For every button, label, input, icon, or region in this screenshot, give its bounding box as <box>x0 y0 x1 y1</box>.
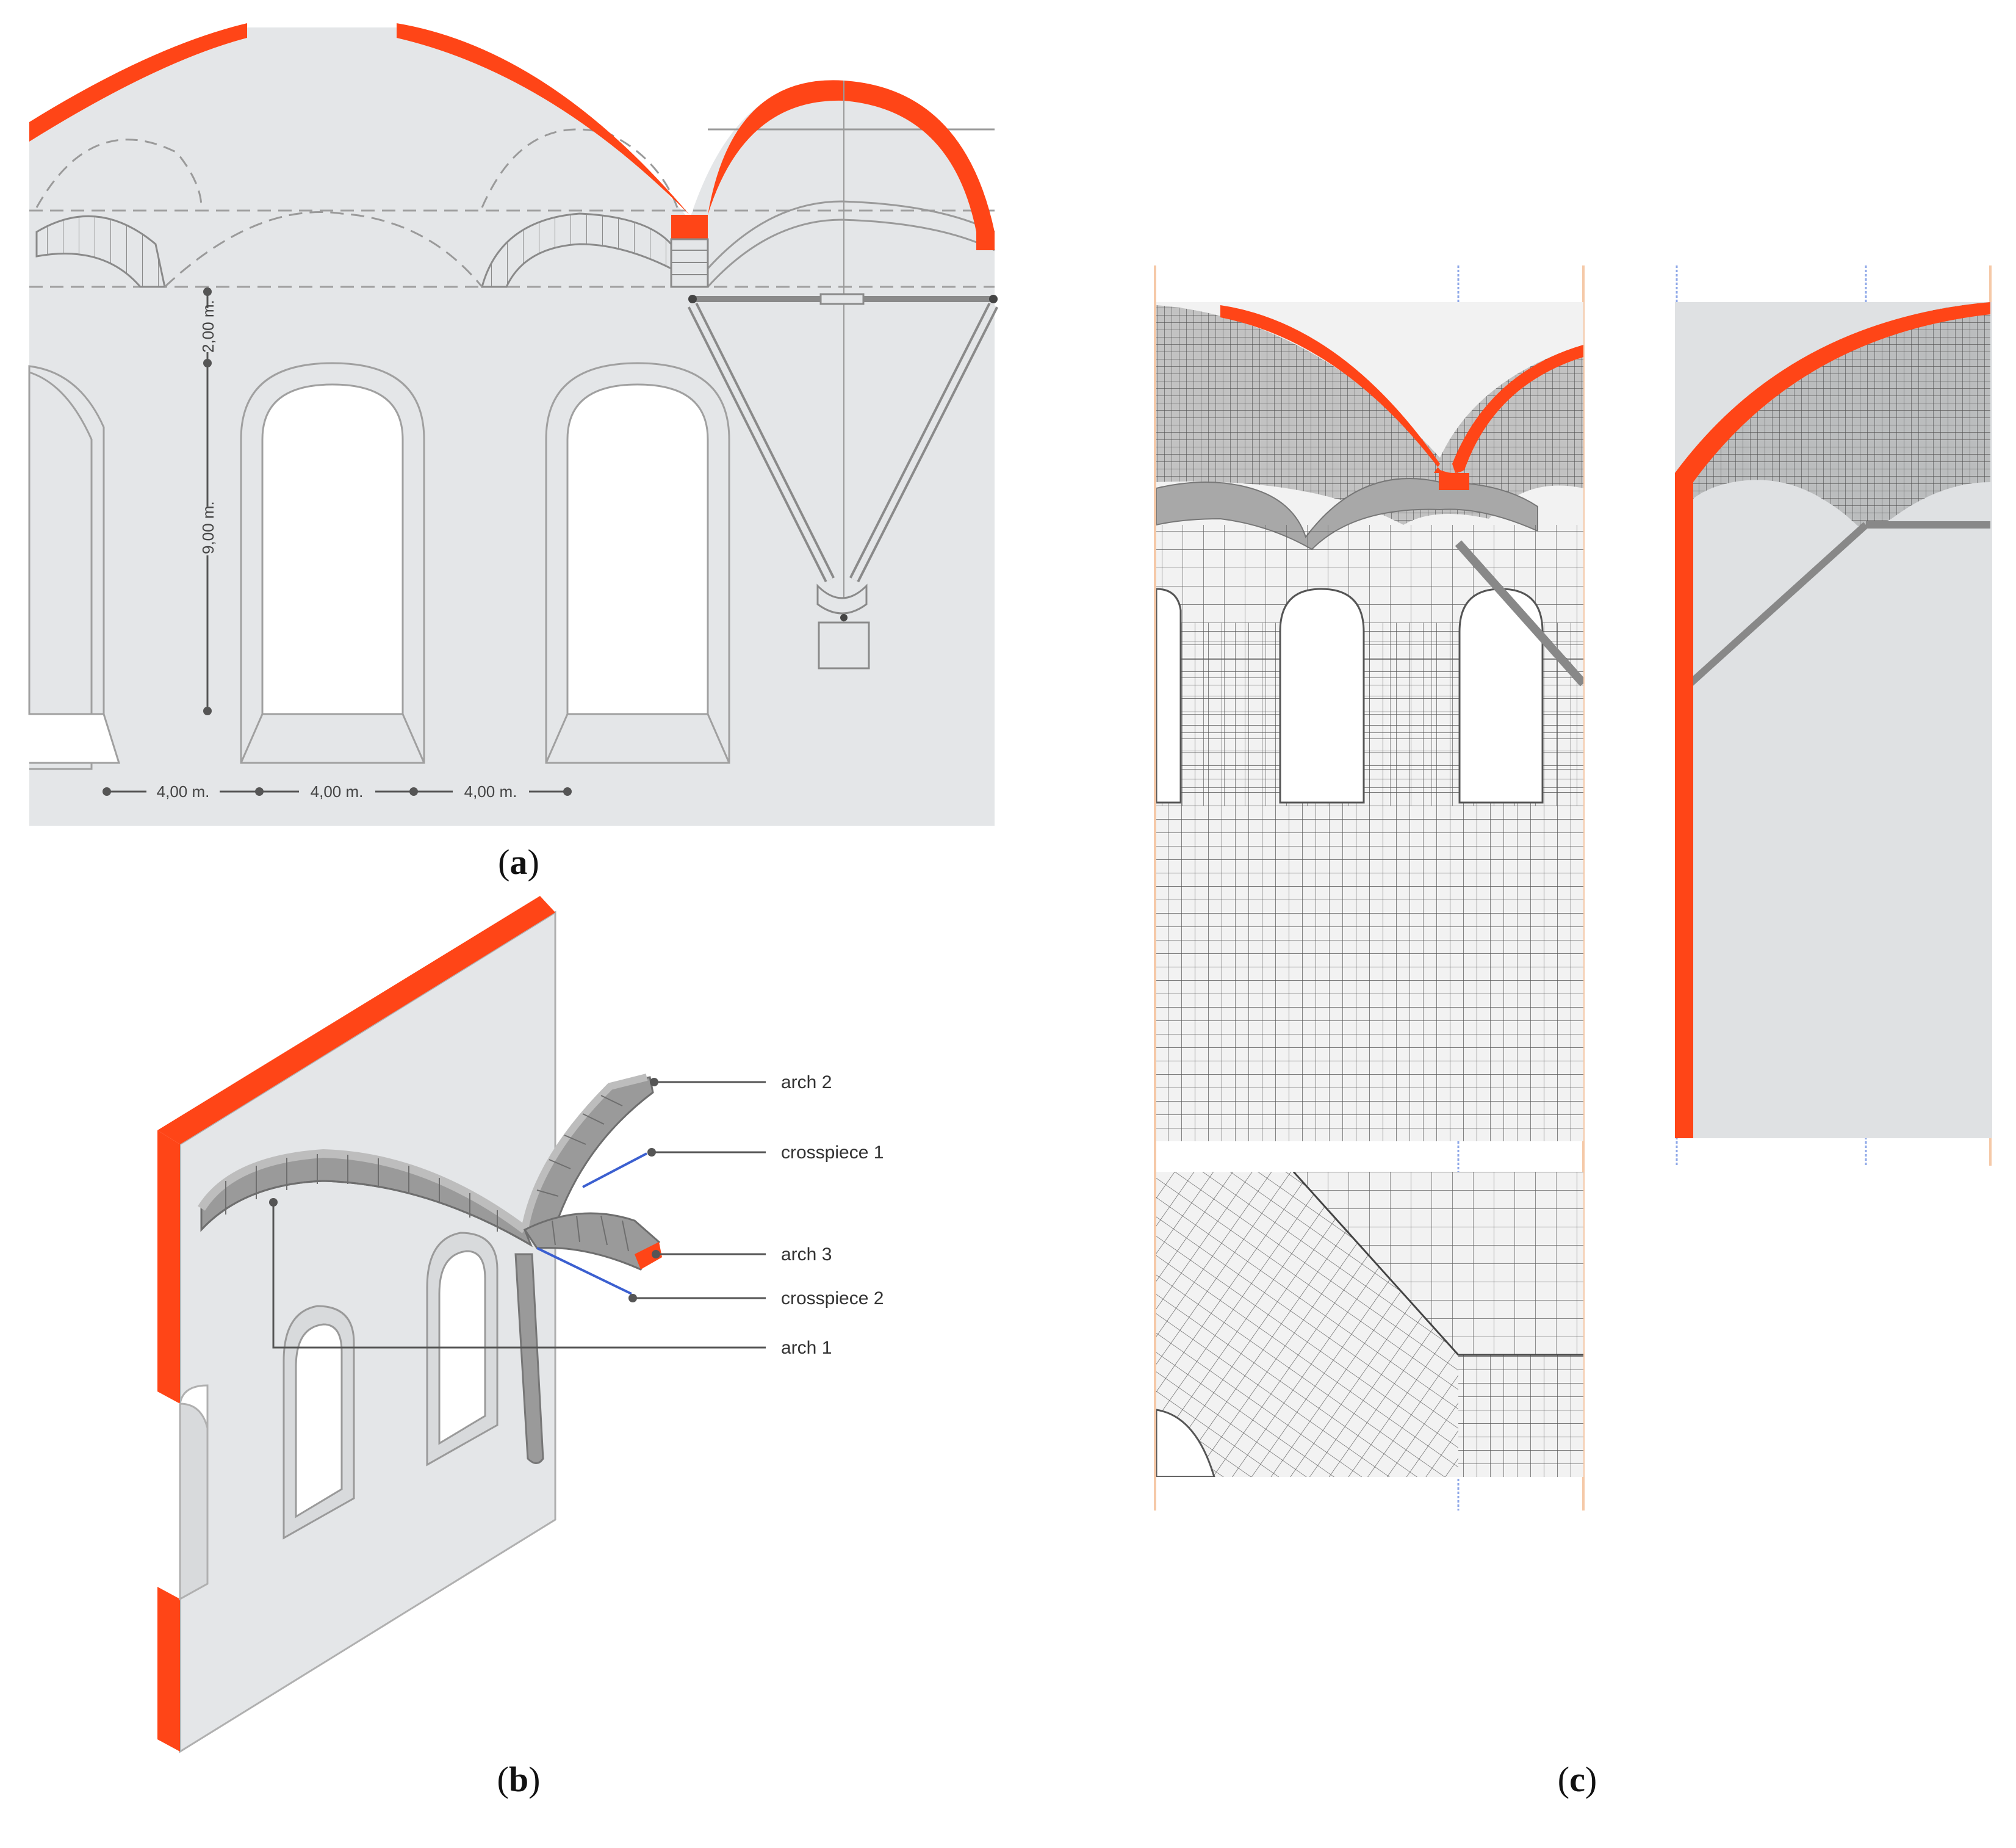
strut-column <box>514 1253 544 1464</box>
crosspiece-2-line <box>536 1247 632 1295</box>
transverse-arch-1 <box>35 215 166 288</box>
horizontal-dimension-chain: 4,00 m. 4,00 m. 4,00 m. <box>103 781 572 802</box>
mesh-vault-cut <box>1220 305 1583 473</box>
vault-section-cut-middle <box>397 23 995 232</box>
panel-a-elevation: 2,00 m. 9,00 m. 4,00 m. 4,00 m. 4,00 m. … <box>28 23 999 882</box>
mesh-side-strut <box>1687 522 1869 687</box>
panel-b-axonometric: arch 2 crosspiece 1 arch 3 crosspiece 2 … <box>157 896 884 1799</box>
callout-arch-2: arch 2 <box>781 1072 832 1092</box>
dim-label-4m-2: 4,00 m. <box>311 782 364 801</box>
callout-arch-1: arch 1 <box>781 1338 832 1358</box>
dim-label-9m: 9,00 m. <box>199 501 217 554</box>
pier-base <box>818 621 870 670</box>
callout-arch-3: arch 3 <box>781 1244 832 1265</box>
window-opening-1 <box>28 365 105 770</box>
dim-label-4m-3: 4,00 m. <box>464 782 517 801</box>
mesh-front-view <box>1156 302 1583 1141</box>
callout-leaders <box>272 1081 766 1349</box>
wall-elevation <box>29 27 995 826</box>
callout-crosspiece-1: crosspiece 1 <box>781 1142 884 1163</box>
vault-section-cut-left <box>29 23 247 142</box>
pier-cut <box>671 215 708 239</box>
mesh-side-view <box>1675 302 1992 1138</box>
window-opening-3 <box>545 362 730 764</box>
dim-label-4m-1: 4,00 m. <box>157 782 210 801</box>
arch-3-cut <box>635 1242 662 1269</box>
mesh-window-1 <box>1279 588 1365 804</box>
crosspiece-1-line <box>582 1152 647 1188</box>
wall-window-2 <box>426 1232 499 1467</box>
wall-cut-left-upper <box>157 1130 180 1404</box>
mesh-plan-opening <box>1156 1409 1215 1477</box>
panel-label-c: (c) <box>1558 1760 1597 1799</box>
panel-label-b: (b) <box>497 1760 541 1799</box>
wall-face <box>179 911 556 1753</box>
panel-label-a: (a) <box>498 842 539 882</box>
mesh-strut <box>1455 540 1583 687</box>
dim-label-2m: 2,00 m. <box>199 300 217 353</box>
panel-c-fem-mesh: (c) <box>1154 265 1992 1799</box>
mesh-plan-view <box>1156 1172 1583 1477</box>
window-opening-2 <box>240 362 425 764</box>
wall-cut-top <box>157 896 555 1144</box>
vertical-dimension-chain: 2,00 m. 9,00 m. <box>196 287 218 715</box>
wall-window-1 <box>283 1305 355 1540</box>
wall-cut-left-lower <box>157 1587 180 1752</box>
callout-crosspiece-2: crosspiece 2 <box>781 1288 884 1308</box>
